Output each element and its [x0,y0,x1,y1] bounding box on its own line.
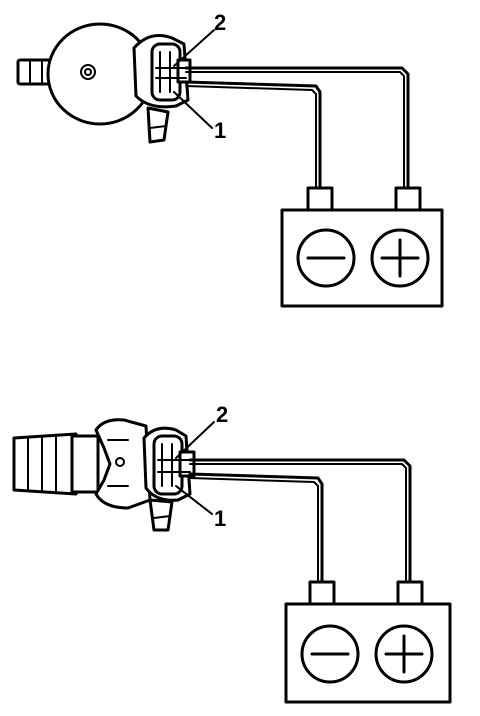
wires-bottom [188,458,412,584]
valve-body-cross [94,418,152,510]
battery-bottom [284,580,452,704]
callout-label-1: 1 [214,506,226,531]
hose-nipple-bottom [12,432,100,496]
lower-port-bottom [148,498,174,532]
callout-1-bottom: 1 [175,485,226,531]
wires-top [184,66,410,190]
minus-sign-icon [296,228,356,288]
figure-bottom: 2 1 [12,402,452,704]
callout-2-top: 2 [173,10,226,67]
callout-label-1: 1 [214,118,226,143]
figure-top: 2 1 [16,10,444,308]
plus-sign-icon [370,228,430,288]
callout-1-top: 1 [173,91,226,143]
battery-top [280,186,444,308]
minus-sign-icon [300,624,360,684]
callout-2-bottom: 2 [175,402,228,459]
plus-sign-icon [374,624,434,684]
lower-port-top [146,106,170,144]
connector-top [132,34,192,109]
connector-bottom [142,426,196,502]
callout-label-2: 2 [216,402,228,427]
callout-label-2: 2 [214,10,226,35]
